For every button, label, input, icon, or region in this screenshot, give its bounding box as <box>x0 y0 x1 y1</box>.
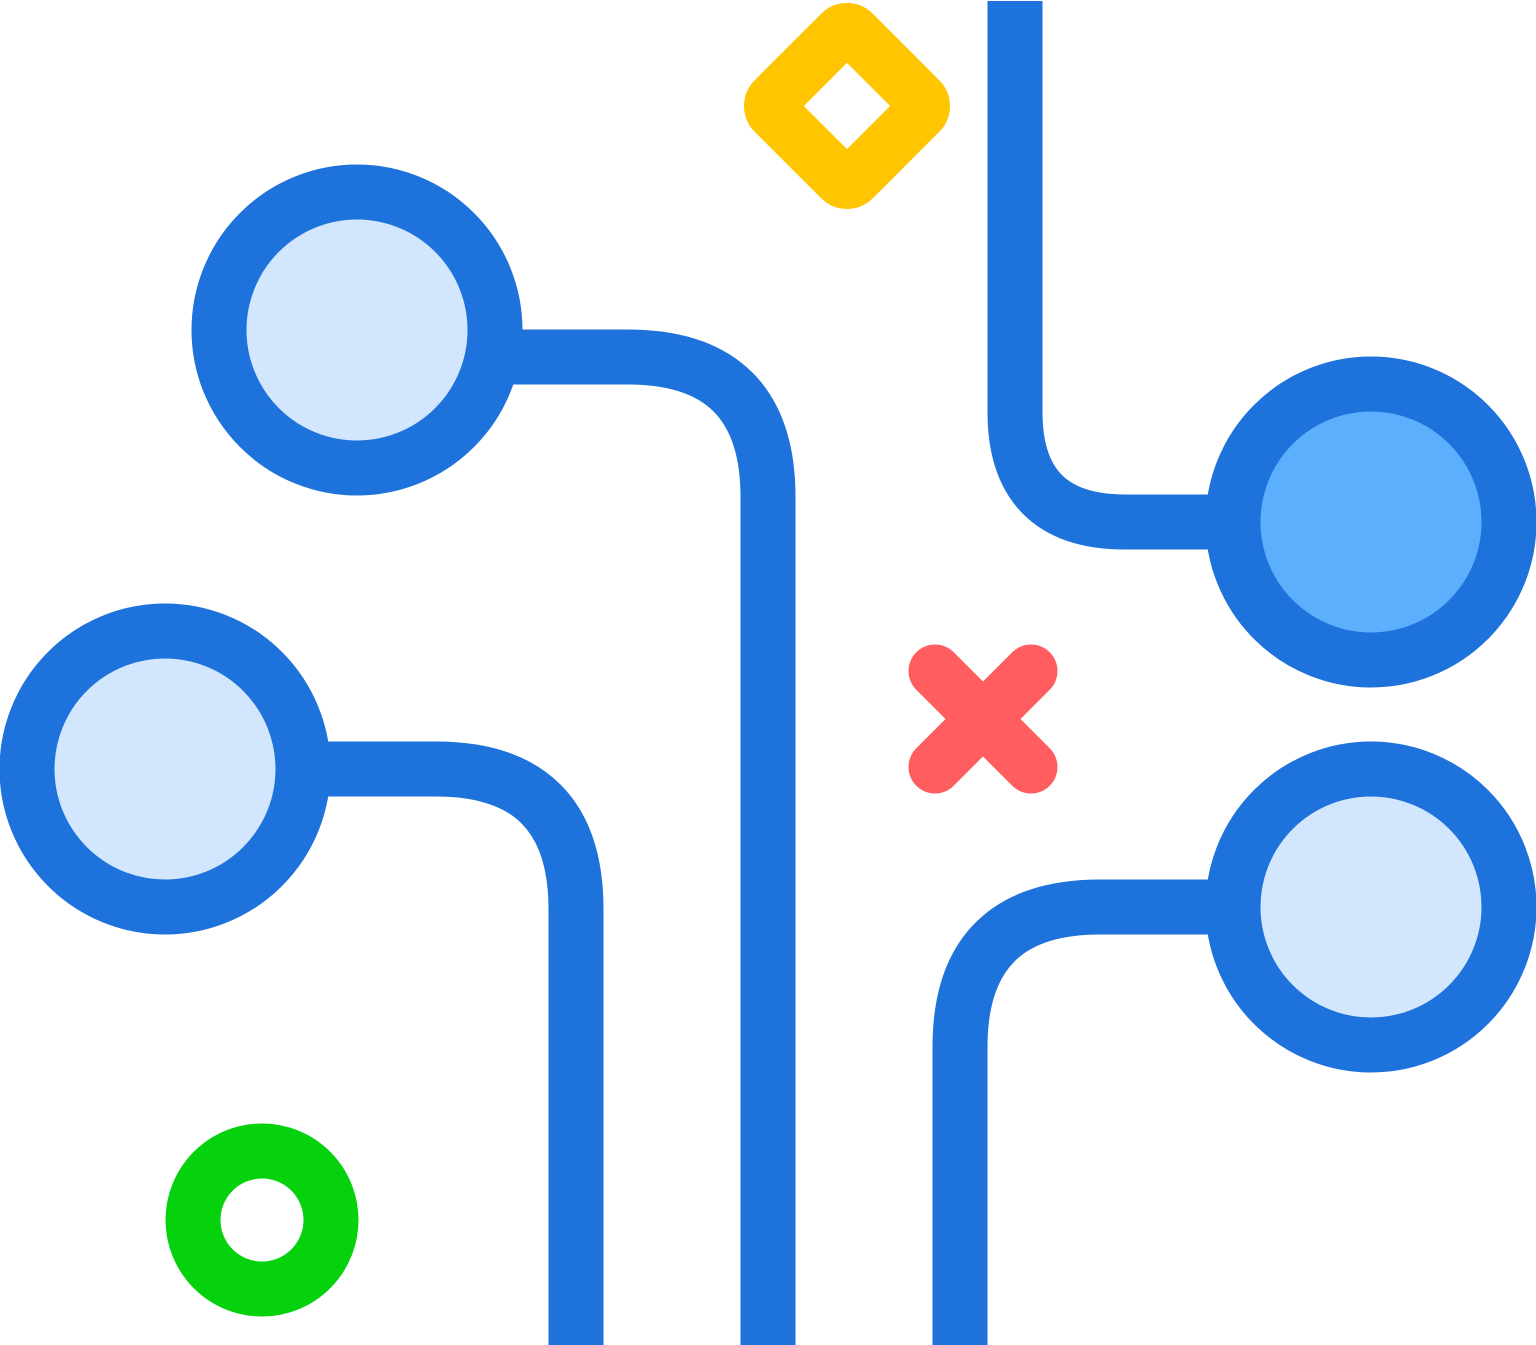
x-mark-icon <box>908 644 1058 794</box>
trace-middle-left <box>300 741 604 1345</box>
decorations <box>165 3 1058 1317</box>
trace-top-left <box>490 329 796 1345</box>
node-top-left <box>191 164 523 496</box>
ring-icon <box>165 1123 359 1317</box>
diamond-outline-icon <box>744 3 950 209</box>
circuit-nodes <box>0 164 1536 1073</box>
trace-bottom-right <box>932 879 1240 1345</box>
node-middle-left <box>0 603 331 935</box>
node-bottom-right <box>1205 741 1536 1073</box>
circuit-traces <box>300 1 1240 1345</box>
trace-top-right <box>987 1 1240 550</box>
node-top-right <box>1205 356 1536 688</box>
